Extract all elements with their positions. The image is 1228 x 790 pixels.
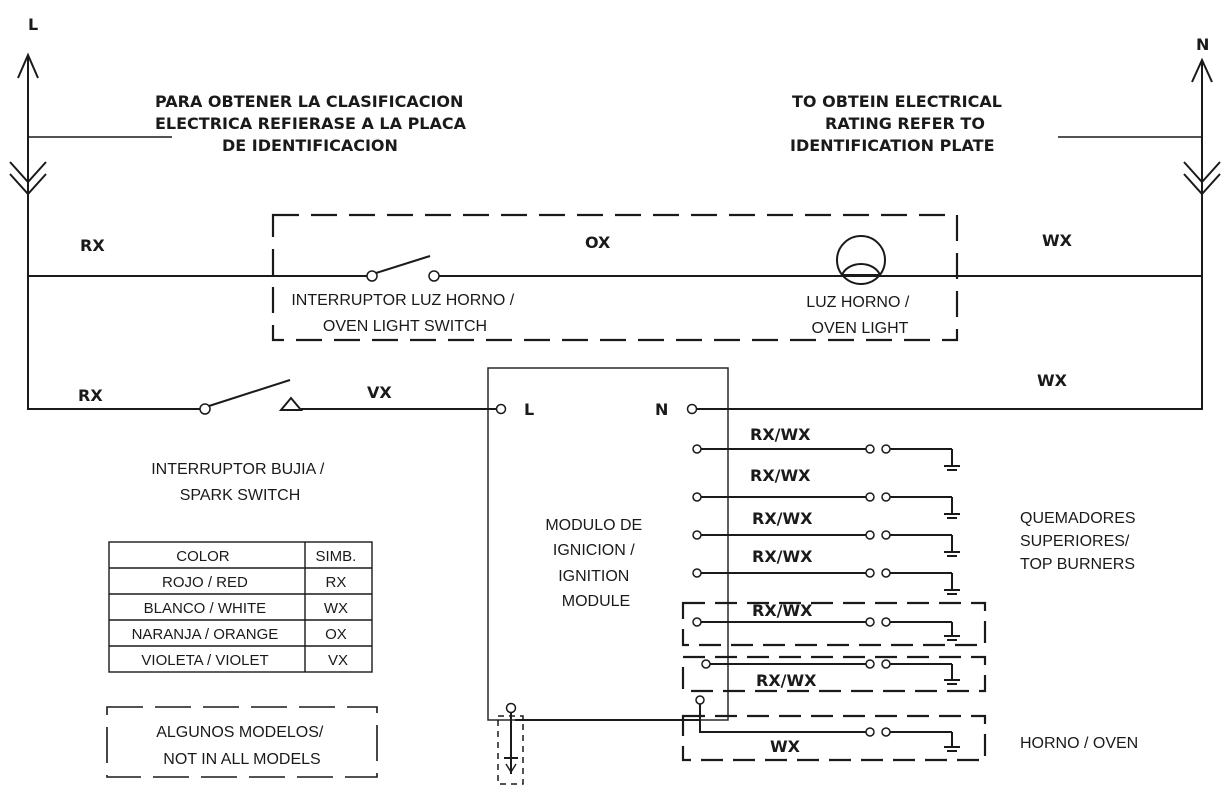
- oven-light-label: LUZ HORNO / OVEN LIGHT: [806, 294, 914, 337]
- burner-output-5: [692, 617, 960, 641]
- wire-label-vx: VX: [367, 383, 392, 402]
- wire-label-top-rx: RX: [80, 236, 105, 255]
- neutral-input-connector: [1183, 57, 1221, 410]
- top-burners-label: QUEMADORES SUPERIORES/ TOP BURNERS: [1020, 510, 1140, 573]
- output-label-5: RX/WX: [752, 601, 813, 620]
- rating-note-en: TO OBTEIN ELECTRICAL RATING REFER TO IDE…: [790, 92, 1008, 155]
- wire-label-ox: OX: [585, 233, 611, 252]
- output-label-3: RX/WX: [752, 509, 813, 528]
- svg-text:COLOR SIMB. ROJO /: COLOR SIMB. ROJO / RED RX BLANCO / WHITE…: [132, 548, 361, 669]
- wire-label-bottom-wx: WX: [1037, 371, 1068, 390]
- wire-label-bottom-rx: RX: [78, 386, 103, 405]
- burner-output-4: [692, 568, 960, 595]
- wire-label-top-wx: WX: [1042, 231, 1073, 250]
- optional-burner-box-2: [681, 655, 987, 693]
- spark-circuit: [28, 379, 1202, 415]
- optional-oven-box: [681, 714, 987, 762]
- module-n-terminal: N: [655, 400, 668, 419]
- oven-output: [695, 695, 960, 752]
- oven-light-switch-label: INTERRUPTOR LUZ HORNO / OVEN LIGHT SWITC…: [291, 292, 518, 335]
- module-ground: [497, 702, 700, 785]
- legend-header-symbol: SIMB.: [315, 548, 356, 565]
- oven-light-bulb-icon: [836, 235, 886, 285]
- spark-switch-label: INTERRUPTOR BUJIA / SPARK SWITCH: [151, 461, 329, 504]
- optional-light-box: [271, 213, 959, 342]
- optional-burner-box-1: [681, 601, 987, 647]
- output-label-oven: WX: [770, 737, 801, 756]
- models-note: ALGUNOS MODELOS/ NOT IN ALL MODELS: [156, 724, 328, 768]
- line-input-connector: [9, 52, 47, 410]
- oven-label: HORNO / OVEN: [1020, 735, 1138, 752]
- burner-output-3: [692, 530, 960, 557]
- output-label-6: RX/WX: [756, 671, 817, 690]
- burner-output-6: [701, 659, 960, 685]
- color-legend-table: COLOR SIMB. ROJO / RED RX BLANCO / WHITE…: [108, 541, 373, 673]
- ignition-module-label: MODULO DE IGNICION / IGNITION MODULE: [545, 517, 646, 610]
- rating-note-es: PARA OBTENER LA CLASIFICACION ELECTRICA …: [155, 92, 472, 155]
- legend-header-color: COLOR: [176, 548, 230, 565]
- output-label-1: RX/WX: [750, 425, 811, 444]
- burner-output-1: [692, 444, 960, 471]
- output-label-4: RX/WX: [752, 547, 813, 566]
- line-terminal-label: L: [28, 15, 38, 34]
- output-label-2: RX/WX: [750, 466, 811, 485]
- module-l-terminal: L: [524, 400, 534, 419]
- neutral-terminal-label: N: [1196, 35, 1209, 54]
- models-note-box: [106, 706, 378, 778]
- burner-output-2: [692, 492, 960, 519]
- oven-light-circuit: [28, 255, 1202, 282]
